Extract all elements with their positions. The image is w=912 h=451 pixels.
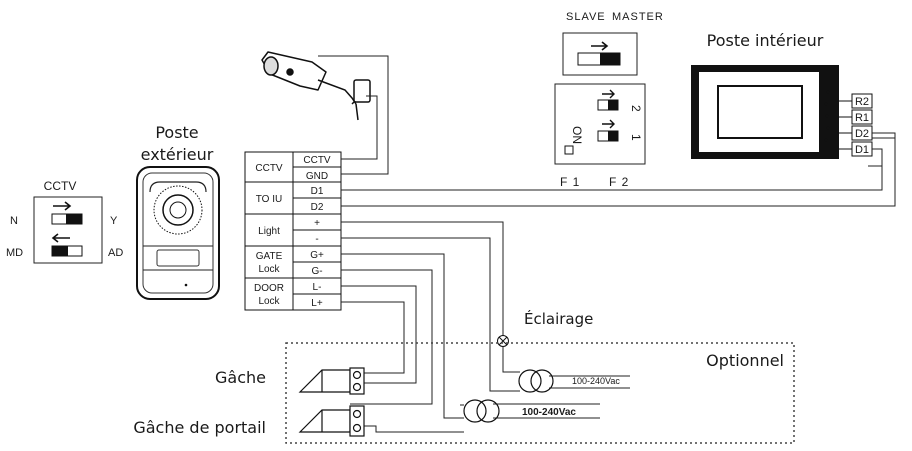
indoor-station — [691, 65, 839, 159]
indoor-terminal-d1: D1 — [855, 144, 869, 156]
terminal-pin-plus: + — [314, 218, 320, 229]
lighting-label: Éclairage — [524, 309, 593, 328]
slave-master-frame — [562, 32, 638, 76]
arrow-right-icon — [53, 201, 72, 211]
terminal-pin-g-minus: G- — [311, 266, 322, 277]
cctv-switch-n-y-knob — [66, 214, 82, 224]
arrow-left-icon — [51, 233, 70, 243]
transformer-1-icon — [518, 369, 554, 393]
terminal-group-light: Light — [258, 226, 280, 237]
transformer-2-icon — [463, 399, 500, 423]
terminal-pin-d2: D2 — [311, 202, 324, 213]
door-strike-icon — [298, 367, 365, 395]
dip-f1-label: F 1 — [560, 175, 580, 189]
slave-master-knob — [600, 53, 620, 65]
gate-strike-label: Gâche de portail — [133, 418, 266, 437]
terminal-group-cctv: CCTV — [255, 163, 283, 174]
indoor-terminal-block — [839, 93, 873, 157]
optional-label: Optionnel — [706, 351, 784, 370]
terminal-pin-gnd: GND — [306, 171, 328, 182]
dip-on-label: ON — [570, 126, 584, 144]
terminal-block — [244, 151, 342, 311]
transformer-1-label: 100-240Vac — [572, 376, 620, 386]
dip-f2-label: F 2 — [609, 175, 629, 189]
indoor-terminal-r1: R1 — [855, 112, 869, 124]
dip-on-box — [564, 145, 574, 155]
call-button[interactable] — [156, 249, 200, 267]
wires — [318, 55, 896, 433]
terminal-group-gate-line1: GATE — [256, 251, 283, 262]
terminal-pin-g-plus: G+ — [310, 250, 324, 261]
cctv-switch-panel: CCTV N Y MD AD — [6, 179, 123, 264]
terminal-group-to-iu: TO IU — [256, 194, 282, 205]
cctv-switch-ad-label: AD — [108, 247, 123, 259]
indoor-buttons — [824, 90, 830, 142]
terminal-pin-cctv: CCTV — [303, 155, 331, 166]
terminal-pin-l-plus: L+ — [311, 298, 323, 309]
transformer-2-label: 100-240Vac — [522, 407, 576, 418]
dip-switch-frame — [554, 83, 646, 165]
indoor-terminal-r2: R2 — [855, 96, 869, 108]
cctv-switch-md-label: MD — [6, 247, 23, 259]
terminal-pin-l-minus: L- — [313, 282, 322, 293]
lamp-icon — [497, 335, 509, 347]
terminal-block-labels: CCTV TO IU Light GATE Lock DOOR Lock CCT… — [254, 155, 331, 309]
arrow-right-icon — [602, 119, 615, 129]
indoor-station-screen — [717, 85, 803, 139]
slave-label: SLAVE — [566, 11, 606, 23]
cctv-switch-title: CCTV — [44, 179, 77, 193]
cctv-camera-icon — [261, 51, 371, 121]
terminal-pin-minus: - — [315, 234, 318, 245]
dip-pos-2: 2 — [629, 105, 643, 112]
dip-pos-1: 1 — [629, 134, 643, 141]
arrow-right-icon — [602, 89, 615, 99]
arrow-right-icon — [591, 41, 609, 51]
master-label: MASTER — [612, 11, 664, 23]
terminal-group-door-line2: Lock — [258, 296, 280, 307]
optional-zone — [285, 342, 795, 444]
terminal-group-door-line1: DOOR — [254, 283, 284, 294]
indoor-terminal-d2: D2 — [855, 128, 869, 140]
terminal-group-gate-line2: Lock — [258, 264, 280, 275]
speaker-grill-icon — [153, 185, 203, 235]
led-indicator-icon — [184, 283, 188, 287]
cctv-switch-n-label: N — [10, 215, 18, 227]
outdoor-station-label-line2: extérieur — [141, 145, 214, 164]
camera-lens-inner-icon — [169, 201, 187, 219]
cctv-switch-y-label: Y — [110, 215, 118, 227]
camera-lens-icon — [162, 194, 194, 226]
door-strike-label: Gâche — [215, 368, 266, 387]
outdoor-station-label-line1: Poste — [155, 123, 198, 142]
gate-strike-icon — [298, 405, 365, 437]
outdoor-station-inner — [142, 172, 214, 294]
outdoor-station — [136, 166, 220, 300]
cctv-switch-md-ad-knob — [52, 246, 68, 256]
cctv-switch-frame — [33, 196, 103, 264]
indoor-station-label: Poste intérieur — [707, 31, 824, 50]
terminal-pin-d1: D1 — [311, 186, 324, 197]
